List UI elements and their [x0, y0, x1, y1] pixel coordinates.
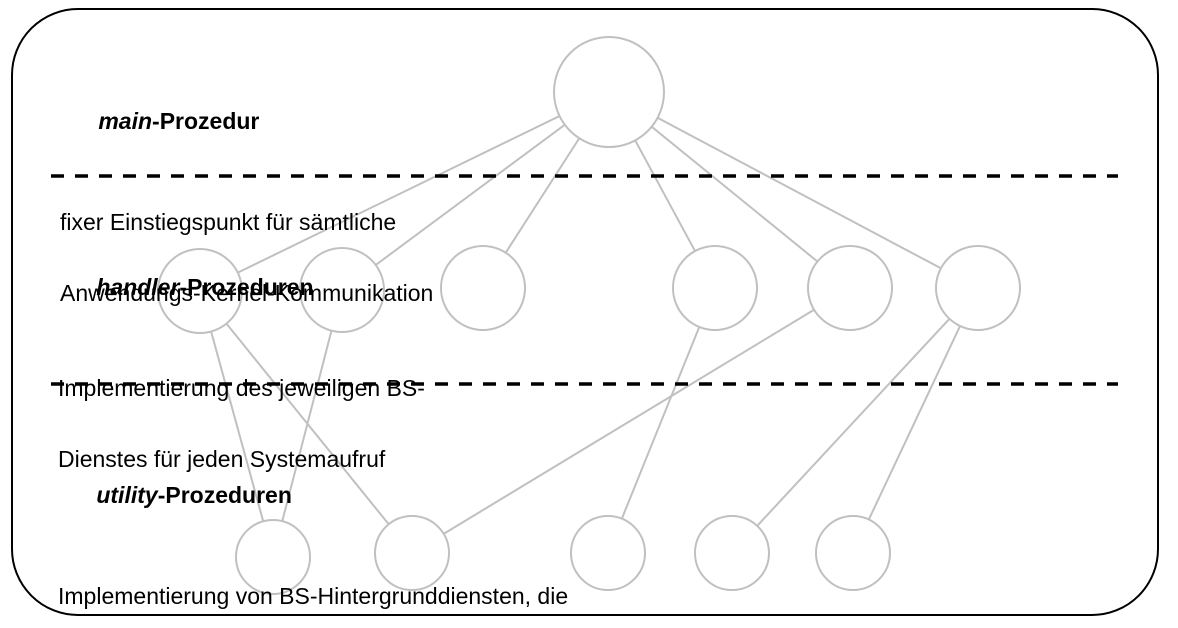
edge-handler-4-to-utility-3: [620, 326, 701, 520]
edge-main-1-to-handler-2: [375, 123, 566, 266]
node-handler-1[interactable]: [157, 248, 243, 334]
edge-group: [210, 115, 961, 535]
diagram-outline: [11, 8, 1159, 616]
node-main-1[interactable]: [553, 36, 665, 148]
edge-handler-6-to-utility-4: [756, 318, 951, 527]
edge-main-1-to-handler-3: [504, 137, 581, 254]
node-utility-1[interactable]: [235, 519, 311, 595]
node-handler-3[interactable]: [440, 245, 526, 331]
node-handler-4[interactable]: [672, 245, 758, 331]
edge-main-1-to-handler-6: [657, 116, 942, 270]
edge-main-1-to-handler-5: [651, 125, 819, 263]
edge-handler-2-to-utility-1: [281, 330, 333, 522]
node-handler-6[interactable]: [935, 245, 1021, 331]
divider-group: [51, 174, 1118, 386]
node-utility-4[interactable]: [694, 515, 770, 591]
diagram-border: [11, 8, 1159, 616]
node-handler-2[interactable]: [299, 247, 385, 333]
node-group: [157, 36, 1021, 595]
node-utility-3[interactable]: [570, 515, 646, 591]
edge-handler-5-to-utility-2: [443, 308, 815, 535]
edge-handler-1-to-utility-1: [210, 331, 265, 522]
edge-main-1-to-handler-1: [237, 115, 560, 274]
edge-handler-6-to-utility-5: [867, 325, 961, 520]
node-utility-2[interactable]: [374, 515, 450, 591]
node-utility-5[interactable]: [815, 515, 891, 591]
node-handler-5[interactable]: [807, 245, 893, 331]
edge-main-1-to-handler-4: [634, 139, 696, 252]
